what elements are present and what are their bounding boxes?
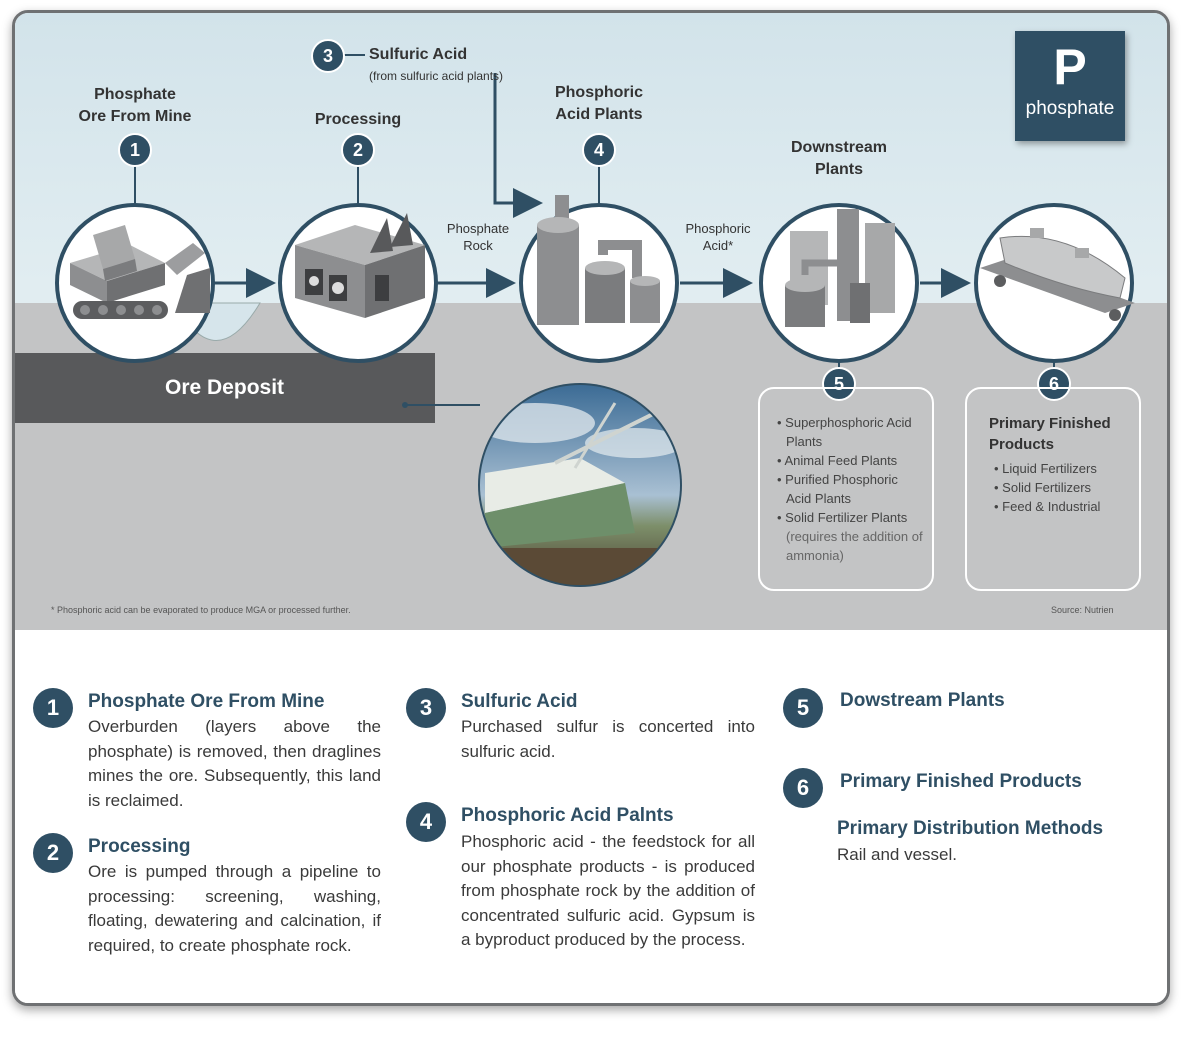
legend-2-title: Processing bbox=[88, 836, 191, 857]
ore-deposit-label: Ore Deposit bbox=[165, 376, 285, 399]
step-2-label: Processing bbox=[314, 111, 402, 128]
legend-6-subtitle: Primary Distribution Methods bbox=[837, 818, 1104, 839]
legend-5-title: Dowstream Plants bbox=[840, 690, 1005, 711]
downstream-note: (requires the addition of ammonia) bbox=[786, 529, 923, 563]
downstream-item: • Superphosphoric Acid Plants bbox=[777, 415, 912, 449]
acid-plant-icon bbox=[519, 195, 679, 363]
legend-panel: 1 Phosphate Ore From Mine Overburden (la… bbox=[15, 630, 1167, 1003]
legend-6-badge: 6 bbox=[783, 768, 823, 808]
step-4-badge: 4 bbox=[582, 133, 616, 167]
legend-6-text: Rail and vessel. bbox=[837, 845, 958, 864]
step-3-badge: 3 bbox=[311, 39, 345, 73]
flow-label-phosphoric-acid: Phosphoric Acid* bbox=[685, 221, 751, 253]
flow-label-phosphate-rock: Phosphate Rock bbox=[446, 221, 510, 253]
legend-3-badge: 3 bbox=[406, 688, 446, 728]
processing-plant-icon bbox=[278, 203, 438, 363]
step-4-label: Phosphoric Acid Plants bbox=[554, 84, 643, 123]
ore-deposit-band: Ore Deposit bbox=[15, 353, 435, 423]
finished-product-item: • Feed & Industrial bbox=[994, 499, 1101, 514]
logo-letter: P bbox=[1053, 39, 1087, 95]
process-diagram bbox=[55, 54, 1135, 587]
downstream-item: • Purified Phosphoric Acid Plants bbox=[777, 472, 898, 506]
step-1-label: Phosphate Ore From Mine bbox=[78, 86, 192, 125]
legend-6-title: Primary Finished Products bbox=[840, 771, 1082, 792]
step-3-label: Sulfuric Acid bbox=[369, 46, 468, 63]
step-5-label: Downstream Plants bbox=[790, 139, 888, 178]
downstream-plants-icon bbox=[759, 203, 919, 363]
step-5-badge: 5 bbox=[822, 367, 856, 401]
legend-4-title: Phosphoric Acid Palnts bbox=[461, 805, 674, 826]
finished-product-item: • Liquid Fertilizers bbox=[994, 461, 1097, 476]
finished-product-item: • Solid Fertilizers bbox=[994, 480, 1092, 495]
rail-tanker-icon bbox=[974, 203, 1135, 363]
legend-3-title: Sulfuric Acid bbox=[461, 691, 578, 712]
mine-excavator-icon bbox=[55, 203, 215, 363]
downstream-item: • Solid Fertilizer Plants bbox=[777, 510, 908, 525]
legend-2-badge: 2 bbox=[33, 833, 73, 873]
dragline-photo bbox=[478, 383, 682, 587]
legend-5-badge: 5 bbox=[783, 688, 823, 728]
legend-1-badge: 1 bbox=[33, 688, 73, 728]
legend-1-text: Overburden (layers above the phosphate) … bbox=[88, 717, 381, 810]
step-6-badge: 6 bbox=[1037, 367, 1071, 401]
phosphate-logo: P phosphate bbox=[1015, 31, 1125, 141]
downstream-item: • Animal Feed Plants bbox=[777, 453, 898, 468]
legend-4-badge: 4 bbox=[406, 802, 446, 842]
downstream-plants-box: • Superphosphoric Acid Plants • Animal F… bbox=[758, 387, 934, 591]
infographic-frame: Ore Deposit bbox=[12, 10, 1170, 1006]
step-3-sublabel: (from sulfuric acid plants) bbox=[369, 69, 504, 83]
legend-1-title: Phosphate Ore From Mine bbox=[88, 691, 325, 712]
source-note: Source: Nutrien bbox=[1051, 605, 1114, 615]
legend-3-text: Purchased sulfur is concerted into sulfu… bbox=[461, 717, 755, 761]
footnote: * Phosphoric acid can be evaporated to p… bbox=[51, 605, 351, 615]
finished-products-title: Primary Finished Products bbox=[989, 415, 1111, 453]
finished-products-box: Primary Finished Products • Liquid Ferti… bbox=[965, 387, 1141, 591]
legend-4-text: Phosphoric acid - the feedstock for all … bbox=[461, 832, 755, 949]
step-2-badge: 2 bbox=[341, 133, 375, 167]
sulfuric-feed-arrow bbox=[493, 73, 543, 218]
step-1-badge: 1 bbox=[118, 133, 152, 167]
legend-2-text: Ore is pumped through a pipeline to proc… bbox=[88, 862, 381, 955]
logo-word: phosphate bbox=[1025, 98, 1115, 119]
